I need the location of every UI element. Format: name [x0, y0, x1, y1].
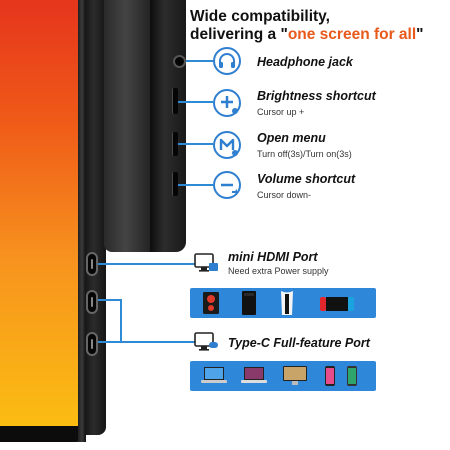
headline: Wide compatibility, delivering a "one sc…	[190, 8, 445, 44]
typec-connector-top	[98, 299, 120, 301]
hdmi-title: mini HDMI Port	[228, 250, 318, 264]
hdmi-device-strip	[190, 288, 376, 318]
headphone-jack	[173, 55, 186, 68]
brightness-title: Brightness shortcut	[257, 89, 376, 103]
laptop-icon	[200, 366, 228, 391]
mini-hdmi-port	[86, 252, 98, 276]
hdmi-subtitle: Need extra Power supply	[228, 266, 329, 276]
hdmi-monitor-icon	[194, 252, 220, 274]
monitor-stand-face	[150, 0, 186, 252]
headline-highlight: one screen for all	[287, 26, 417, 43]
typec-connector-bottom	[98, 341, 195, 343]
typec-device-strip	[190, 361, 376, 391]
nintendo-switch-icon	[320, 295, 354, 318]
headphone-icon	[213, 47, 241, 75]
smartphone-icon	[324, 365, 336, 392]
desktop-monitor-icon	[282, 365, 308, 392]
xbox-series-x-icon	[240, 290, 258, 321]
brightness-connector	[178, 101, 213, 103]
volume-connector	[178, 184, 213, 186]
brightness-plus-icon	[213, 89, 241, 117]
menu-title: Open menu	[257, 131, 326, 145]
menu-button	[172, 132, 178, 156]
macbook-icon	[240, 366, 268, 391]
hdmi-connector	[98, 263, 195, 265]
volume-title: Volume shortcut	[257, 172, 356, 186]
volume-button	[172, 172, 178, 196]
menu-m-icon	[213, 131, 241, 159]
playstation-5-icon	[278, 290, 296, 321]
volume-minus-icon	[213, 171, 241, 199]
gaming-pc-icon	[202, 291, 220, 320]
brightness-subtitle: Cursor up +	[257, 107, 305, 117]
menu-subtitle: Turn off(3s)/Turn on(3s)	[257, 149, 352, 159]
monitor-side-panel	[86, 0, 106, 435]
typec-title: Type-C Full-feature Port	[228, 336, 370, 350]
headline-line-1: Wide compatibility,	[190, 8, 330, 25]
typec-port-2	[86, 332, 98, 356]
monitor-screen	[0, 0, 78, 426]
typec-monitor-icon	[194, 331, 220, 353]
brightness-button	[172, 88, 178, 114]
typec-connector-vertical	[120, 299, 122, 341]
phone-icon	[346, 365, 358, 392]
headphone-title: Headphone jack	[257, 55, 353, 69]
headline-line-2: delivering a "one screen for all"	[190, 26, 424, 43]
volume-subtitle: Cursor down-	[257, 190, 312, 200]
headphone-connector	[186, 60, 213, 62]
monitor-edge	[78, 0, 86, 442]
menu-connector	[178, 143, 213, 145]
typec-port-1	[86, 290, 98, 314]
